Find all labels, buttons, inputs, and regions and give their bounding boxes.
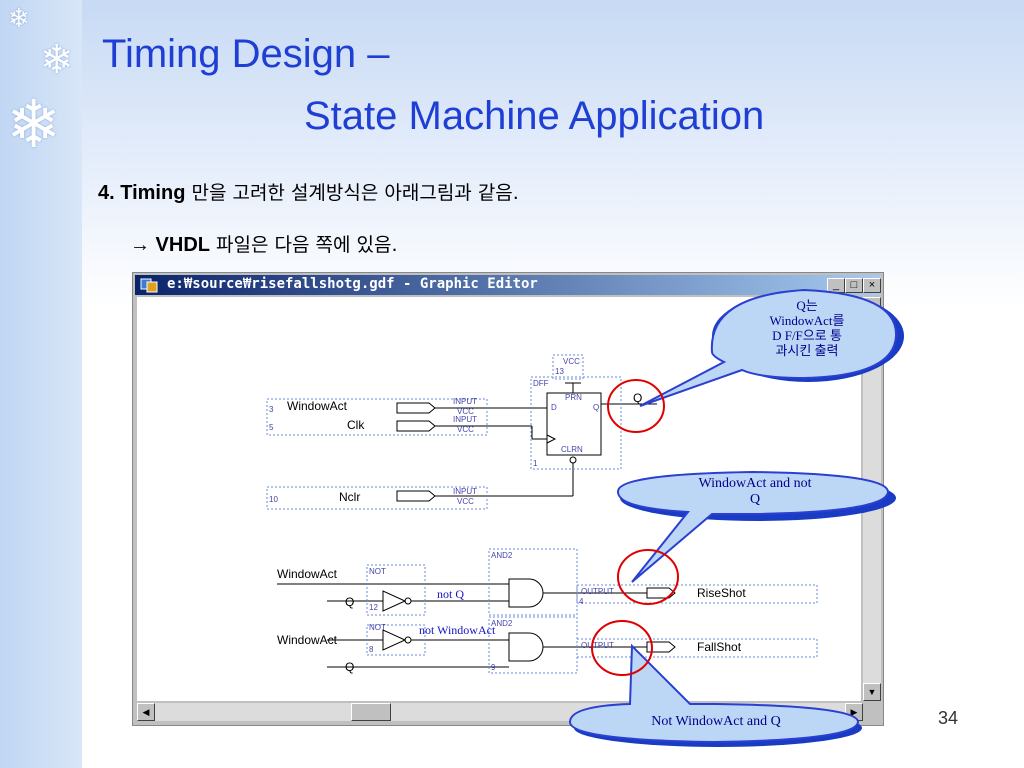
gate2-input-windowact: WindowAct (277, 633, 338, 647)
and-number: 4 (579, 597, 584, 606)
output-pin-riseshot (646, 587, 676, 599)
not-number: 12 (369, 603, 378, 612)
callout-line: Q는 (796, 298, 818, 313)
gate2-input-q: Q (345, 660, 355, 674)
input-pin-nclr (396, 490, 436, 502)
dff-label: DFF (533, 379, 549, 388)
snowflake-icon: ❄ (8, 4, 30, 34)
callout-line: Q (749, 492, 761, 507)
minimize-button[interactable]: _ (827, 278, 845, 293)
input-name-clk: Clk (347, 418, 365, 432)
pin-tag: INPUT (453, 397, 477, 406)
pin-number: 5 (269, 423, 274, 432)
q-output-label: Q (633, 391, 643, 405)
dff-q: Q (593, 403, 600, 412)
snowflake-icon: ❄ (40, 37, 74, 83)
gate1-input-q: Q (345, 595, 355, 609)
not-label: NOT (369, 567, 386, 576)
vcc-label: VCC (563, 357, 580, 366)
page-number: 34 (938, 708, 959, 728)
vcc-number: 13 (555, 367, 564, 376)
app-icon (140, 278, 158, 293)
pin-tag: INPUT (453, 415, 477, 424)
and-label: AND2 (491, 619, 513, 628)
and-gate-1 (508, 578, 544, 608)
scroll-down-button[interactable]: ▼ (863, 683, 881, 701)
dff-d: D (551, 403, 557, 412)
callout-line: WindowAct and not (698, 476, 812, 491)
pin-tag: VCC (457, 425, 474, 434)
input-pin-clk (396, 420, 436, 432)
pin-tag: VCC (457, 407, 474, 416)
input-name-nclr: Nclr (339, 490, 361, 504)
dff-clrn: CLRN (561, 445, 583, 454)
arrow-icon: → (130, 234, 150, 256)
snowflake-icon: ❄ (6, 86, 62, 163)
annotation-not-q: not Q (437, 587, 464, 601)
callout-1-text: Q는 WindowAct를 D F/F으로 통 과시킨 출력 (738, 298, 876, 358)
output-tag: OUTPUT (581, 641, 614, 650)
pin-tag: VCC (457, 497, 474, 506)
input-pin-windowact (396, 402, 436, 414)
left-decor-strip (0, 0, 82, 768)
not-gate-1 (382, 590, 407, 612)
dff-block (546, 392, 602, 456)
bullet-text: 만을 고려한 설계방식은 아래그림과 같음. (185, 182, 519, 204)
window-title: e:₩source₩risefallshotg.gdf - Graphic Ed… (167, 276, 538, 292)
close-button[interactable]: × (863, 278, 881, 293)
bullet-line-2: → VHDL 파일은 다음 쪽에 있음. (130, 230, 398, 257)
scroll-left-button[interactable]: ◀ (137, 703, 155, 721)
callout-line: 과시킨 출력 (775, 343, 839, 358)
output-pin-fallshot (646, 641, 676, 653)
input-name-windowact: WindowAct (287, 399, 348, 413)
highlight-circle-riseshot (617, 549, 679, 605)
bullet-bold: 4. Timing (98, 182, 186, 204)
pin-number: 3 (269, 405, 274, 414)
bullet-line-1: 4. Timing 만을 고려한 설계방식은 아래그림과 같음. (98, 178, 519, 205)
callout-3-text: Not WindowAct and Q (651, 714, 781, 729)
highlight-circle-fallshot (591, 620, 653, 676)
callout-1-bubble (639, 288, 898, 407)
callout-3-bubble (568, 643, 860, 744)
and-label: AND2 (491, 551, 513, 560)
pin-number: 10 (269, 495, 278, 504)
callout-2-text: WindowAct and not Q (640, 476, 870, 508)
slide-title-line2: State Machine Application (304, 94, 765, 138)
highlight-circle-q (607, 379, 665, 433)
output-riseshot: RiseShot (697, 586, 746, 600)
slide-title-line1: Timing Design – (102, 32, 390, 76)
pin-tag: INPUT (453, 487, 477, 496)
and-gate-2 (508, 632, 544, 662)
maximize-button[interactable]: □ (845, 278, 863, 293)
dff-number: 1 (533, 459, 538, 468)
callout-2-bubble (617, 470, 890, 583)
callout-line: D F/F으로 통 (772, 328, 842, 343)
gate1-input-windowact: WindowAct (277, 567, 338, 581)
bullet-bold: VHDL (150, 234, 210, 256)
not-number: 8 (369, 645, 374, 654)
output-fallshot: FallShot (697, 640, 742, 654)
dff-prn: PRN (565, 393, 582, 402)
schematic-drawing (266, 354, 818, 674)
output-tag: OUTPUT (581, 587, 614, 596)
not-gate-2 (382, 629, 407, 651)
annotation-not-windowact: not WindowAct (419, 623, 496, 637)
window-titlebar[interactable]: e:₩source₩risefallshotg.gdf - Graphic Ed… (135, 275, 881, 295)
not-label: NOT (369, 623, 386, 632)
horizontal-scroll-thumb[interactable] (351, 703, 391, 721)
callout-line: WindowAct를 (769, 313, 845, 328)
bullet-text: 파일은 다음 쪽에 있음. (210, 234, 398, 256)
and-number: 9 (491, 663, 496, 672)
